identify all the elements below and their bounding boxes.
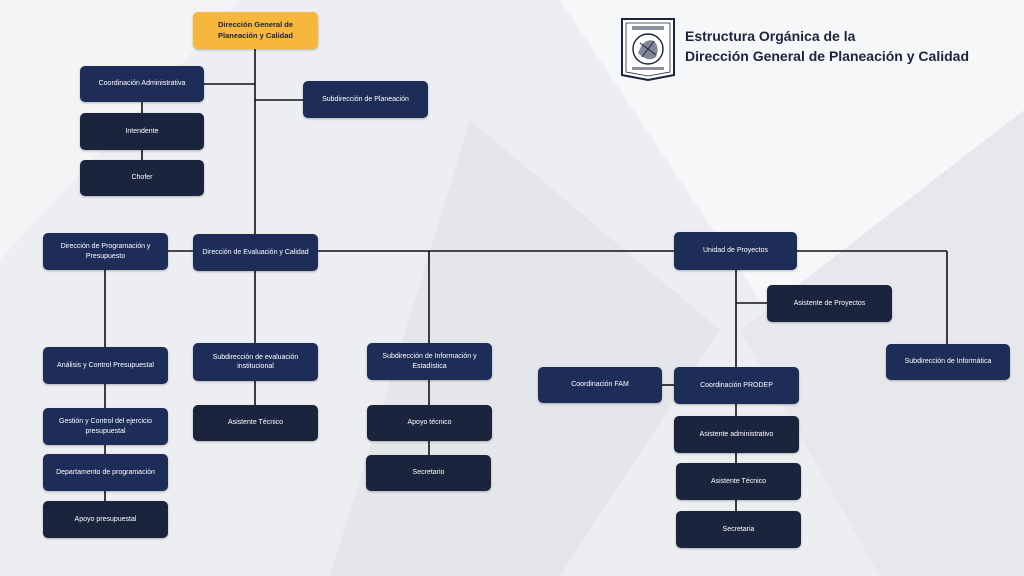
node-intendente[interactable]: Intendente [80, 113, 204, 150]
page-title-line-1: Estructura Orgánica de la [685, 28, 856, 44]
node-asistente-tecnico-1[interactable]: Asistente Técnico [193, 405, 318, 441]
university-seal-icon [621, 18, 675, 81]
node-subdireccion-informacion[interactable]: Subdirección de Información y Estadístic… [367, 343, 492, 380]
node-direccion-programacion[interactable]: Dirección de Programación y Presupuesto [43, 233, 168, 270]
node-analisis-control[interactable]: Análisis y Control Presupuestal [43, 347, 168, 384]
node-asistente-tecnico-2[interactable]: Asistente Técnico [676, 463, 801, 500]
page-title-line-2: Dirección General de Planeación y Calida… [685, 48, 969, 65]
node-apoyo-presupuestal[interactable]: Apoyo presupuestal [43, 501, 168, 538]
node-coordinacion-prodep[interactable]: Coordinación PRODEP [674, 367, 799, 404]
node-departamento-programacion[interactable]: Departamento de programación [43, 454, 168, 491]
node-coordinacion-administrativa[interactable]: Coordinación Administrativa [80, 66, 204, 102]
node-asistente-administrativo[interactable]: Asistente administrativo [674, 416, 799, 453]
node-apoyo-tecnico[interactable]: Apoyo técnico [367, 405, 492, 441]
node-direccion-evaluacion[interactable]: Dirección de Evaluación y Calidad [193, 234, 318, 271]
node-secretaria[interactable]: Secretaria [676, 511, 801, 548]
node-chofer[interactable]: Chofer [80, 160, 204, 196]
node-direccion-general[interactable]: Dirección General de Planeación y Calida… [193, 12, 318, 49]
node-unidad-proyectos[interactable]: Unidad de Proyectos [674, 232, 797, 270]
node-subdireccion-evaluacion[interactable]: Subdirección de evaluación institucional [193, 343, 318, 381]
node-asistente-proyectos[interactable]: Asistente de Proyectos [767, 285, 892, 322]
node-coordinacion-fam[interactable]: Coordinación FAM [538, 367, 662, 403]
node-secretario[interactable]: Secretario [366, 455, 491, 491]
node-subdireccion-planeacion[interactable]: Subdirección de Planeación [303, 81, 428, 118]
page-title: Estructura Orgánica de la Dirección Gene… [685, 26, 969, 67]
node-gestion-control[interactable]: Gestión y Control del ejercicio presupue… [43, 408, 168, 445]
node-subdireccion-informatica[interactable]: Subdirección de Informática [886, 344, 1010, 380]
